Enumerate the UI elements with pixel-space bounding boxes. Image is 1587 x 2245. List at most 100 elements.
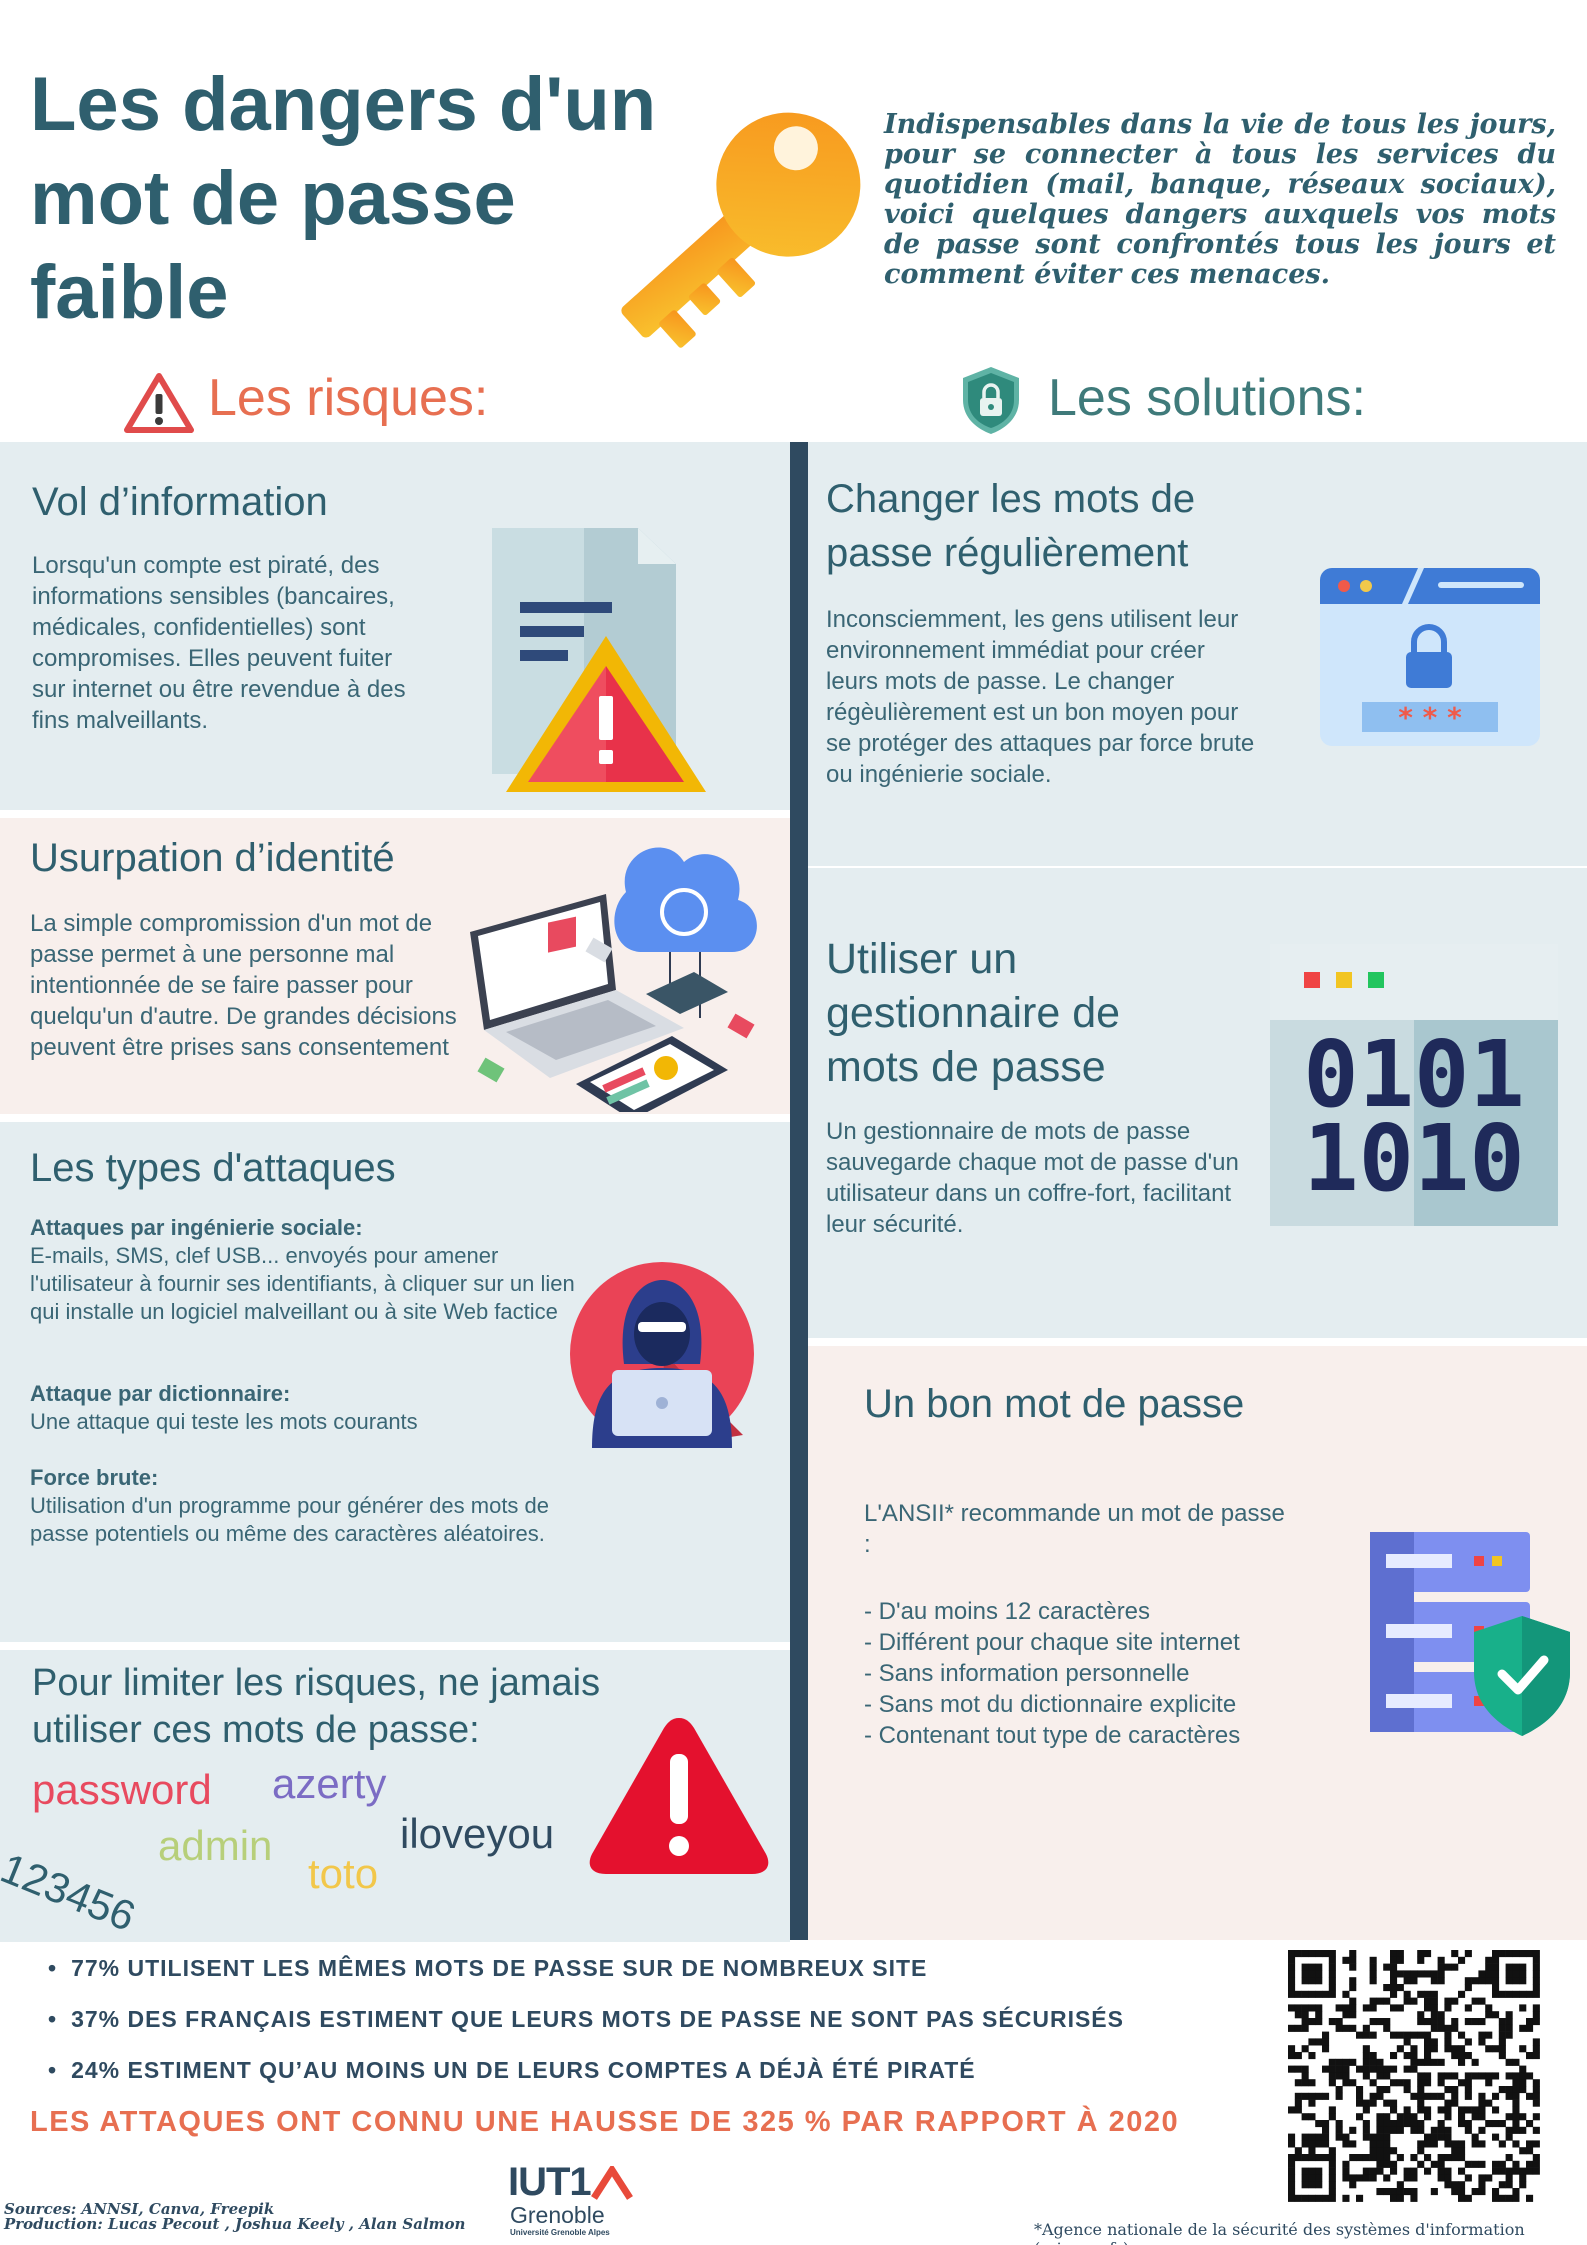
qr-module [1471,2113,1479,2121]
qr-module [1315,1970,1323,1978]
qr-module [1498,2160,1506,2168]
qr-module [1424,1970,1432,1978]
qr-module [1369,2058,1377,2066]
qr-module [1376,2133,1384,2141]
qr-module [1396,2113,1404,2121]
qr-module [1328,1956,1336,1964]
qr-module [1410,2154,1418,2162]
qr-module [1485,2011,1493,2019]
qr-module [1328,2154,1336,2162]
weak-password: azerty [272,1760,387,1807]
qr-module [1444,2024,1452,2032]
qr-module [1526,2120,1534,2128]
panel-changer: Changer les mots de passe régulièrement … [808,442,1587,866]
stat-item: 37% DES FRANÇAIS ESTIMENT QUE LEURS MOTS… [48,2006,1124,2057]
qr-module [1315,2194,1323,2202]
qr-module [1294,2099,1302,2107]
qr-module [1492,1984,1500,1992]
qr-module [1424,2133,1432,2141]
qr-module [1430,2140,1438,2148]
qr-module [1526,2194,1534,2202]
qr-module [1492,1963,1500,1971]
qr-module [1362,2072,1370,2080]
qr-module [1430,1970,1438,1978]
qr-module [1390,2147,1398,2155]
intro-text: Indispensables dans la vie de tous les j… [884,109,1556,290]
qr-module [1505,1977,1513,1985]
list-item: - Sans mot du dictionnaire explicite [864,1691,1237,1718]
qr-module [1288,2024,1296,2032]
qr-module [1328,1990,1336,1998]
qr-module [1294,2147,1302,2155]
qr-module [1519,2024,1527,2032]
qr-module [1498,2031,1506,2039]
title-line: passe régulièrement [826,531,1189,575]
qr-module [1383,2086,1391,2094]
qr-module [1369,2079,1377,2087]
qr-module [1519,2113,1527,2121]
qr-module [1328,2065,1336,2073]
qr-module [1288,1963,1296,1971]
qr-module [1369,2140,1377,2148]
qr-module [1519,2004,1527,2012]
qr-module [1458,2120,1466,2128]
attack-social: Attaques par ingénierie sociale: E-mails… [30,1214,575,1326]
qr-module [1437,2092,1445,2100]
attack-label: Force brute: [30,1465,159,1490]
panel-bon-mot-de-passe: Un bon mot de passe L'ANSII* recommande … [808,1346,1587,1940]
qr-module [1301,1977,1309,1985]
qr-module [1410,2167,1418,2175]
qr-module [1383,2140,1391,2148]
qr-module [1464,2079,1472,2087]
qr-module [1417,2092,1425,2100]
qr-module [1471,2106,1479,2114]
qr-module [1424,2045,1432,2053]
qr-module [1356,2194,1364,2202]
qr-module [1342,2004,1350,2012]
qr-module [1478,2092,1486,2100]
qr-module [1362,2045,1370,2053]
binary-line: 1010 [1303,1105,1525,1212]
qr-module [1315,1990,1323,1998]
gestionnaire-text: Un gestionnaire de mots de passe sauvega… [826,1118,1239,1238]
qr-module [1410,2188,1418,2196]
qr-module [1369,2018,1377,2026]
qr-module [1444,2126,1452,2134]
qr-module [1390,2194,1398,2202]
qr-module [1532,2052,1540,2060]
qr-module [1519,2072,1527,2080]
qr-module [1390,1984,1398,1992]
qr-module [1458,2181,1466,2189]
qr-module [1505,2072,1513,2080]
qr-module [1328,1970,1336,1978]
qr-module [1362,2004,1370,2012]
qr-module [1362,2031,1370,2039]
qr-module [1301,2194,1309,2202]
qr-module [1308,2092,1316,2100]
qr-module [1288,2160,1296,2168]
qr-module [1451,1950,1459,1958]
qr-module [1369,1970,1377,1978]
qr-module [1315,1977,1323,1985]
qr-module [1390,2079,1398,2087]
qr-module [1526,2167,1534,2175]
qr-module [1485,1956,1493,1964]
qr-module [1505,2011,1513,2019]
qr-module [1308,2181,1316,2189]
qr-module [1403,2079,1411,2087]
bon-list: - D'au moins 12 caractères - Différent p… [864,1596,1334,1751]
title-line: faible [30,250,229,335]
qr-module [1471,2140,1479,2148]
title-line: utiliser ces mots de passe: [32,1709,480,1751]
qr-module [1464,2120,1472,2128]
qr-module [1383,2024,1391,2032]
qr-module [1403,2106,1411,2114]
qr-module [1437,2154,1445,2162]
qr-module [1335,2133,1343,2141]
panel-vol-information: Vol d’information Lorsqu'un compte est p… [0,442,790,810]
qr-module [1362,2133,1370,2141]
qr-module [1505,2018,1513,2026]
qr-module [1444,2167,1452,2175]
qr-module [1485,2045,1493,2053]
attack-brute-force: Force brute: Utilisation d'un programme … [30,1464,575,1548]
